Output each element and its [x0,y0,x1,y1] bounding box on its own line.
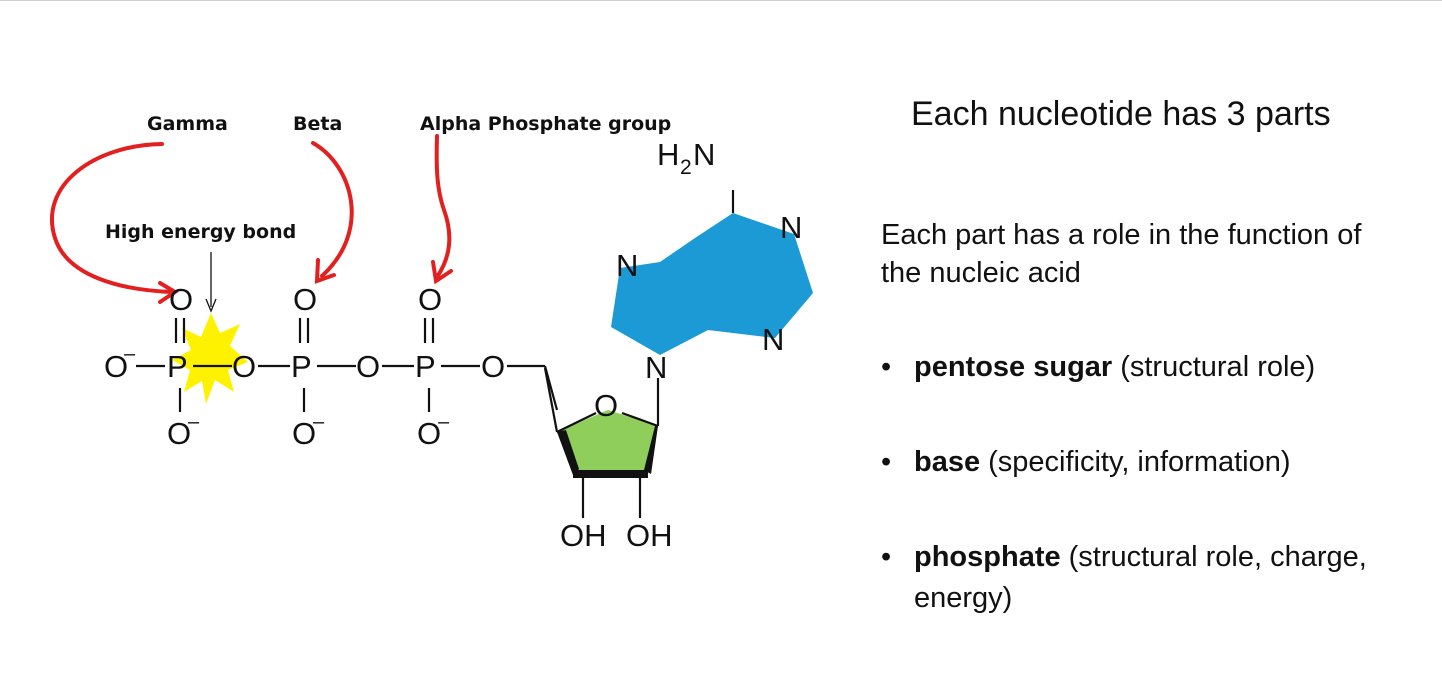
alpha-phosphate-label: Alpha Phosphate group [420,113,671,135]
gamma-label: Gamma [147,113,228,135]
n9-nitrogen: N [645,350,667,385]
beta-lower-oxygen: O [292,416,316,451]
adenine-ring-fill [611,213,813,355]
terminal-oxygen: O [104,349,128,384]
parts-list: • pentose sugar(structural role) • base(… [878,347,1398,673]
beta-double-oxygen: O [293,282,317,317]
part-term: base [914,446,981,478]
gamma-phosphorus: P [167,349,188,384]
n7-nitrogen: N [616,248,638,283]
beta-phosphorus: P [291,349,312,384]
alpha-double-oxygen: O [418,282,442,317]
bullet-icon: • [881,541,892,573]
high-energy-bond-label: High energy bond [105,221,296,243]
alpha-phosphorus: P [415,349,436,384]
part-term: phosphate [914,541,1061,573]
alpha-lower-oxygen: O [417,416,441,451]
list-item: • phosphate(structural role, charge, ene… [878,537,1398,619]
atp-structure-diagram: Gamma Beta Alpha Phosphate group High en… [50,113,813,553]
part-term: pentose sugar [914,351,1113,383]
ribose-sugar: O OH OH [543,367,673,553]
part-description: (structural role) [1120,351,1316,383]
gamma-double-oxygen: O [169,282,193,317]
bridge-oxygen: O [232,349,256,384]
ester-oxygen: O [481,349,505,384]
gamma-lower-oxygen: O [167,416,191,451]
gamma-arrow [50,142,179,304]
high-energy-burst-icon [172,313,248,404]
top-border [0,0,1442,1]
charge-minus: – [313,411,325,433]
role-statement: Each part has a role in the function of … [881,219,1362,289]
part-description: (specificity, information) [988,446,1291,478]
phosphate-chain-atoms: O – P O P O P O O O O O – O – O – [104,282,505,451]
hydroxyl-3: OH [626,518,673,553]
ring-oxygen: O [594,388,618,423]
n1-nitrogen: N [780,210,802,245]
bullet-icon: • [881,351,892,383]
adenine-base: H 2 N N N N N [611,137,813,426]
list-item: • pentose sugar(structural role) [878,347,1398,388]
alpha-arrow [431,134,453,285]
charge-minus: – [124,343,136,365]
amine-subscript: 2 [680,156,692,179]
ribose-ring-fill [557,410,658,475]
charge-minus: – [438,411,450,433]
part-description: (structural role, charge, energy) [914,541,1367,614]
n3-nitrogen: N [762,322,784,357]
amine-nitrogen: N [693,137,715,172]
bullet-icon: • [881,446,892,478]
beta-label: Beta [293,113,342,135]
hydroxyl-2: OH [560,518,607,553]
bridge-oxygen: O [356,349,380,384]
phosphate-chain-bonds [136,318,559,412]
heading: Each nucleotide has 3 parts [911,95,1331,133]
amine-h: H [657,137,679,172]
charge-minus: – [188,411,200,433]
high-energy-pointer [205,252,217,313]
list-item: • base(specificity, information) [878,442,1398,483]
beta-arrow [311,141,354,284]
